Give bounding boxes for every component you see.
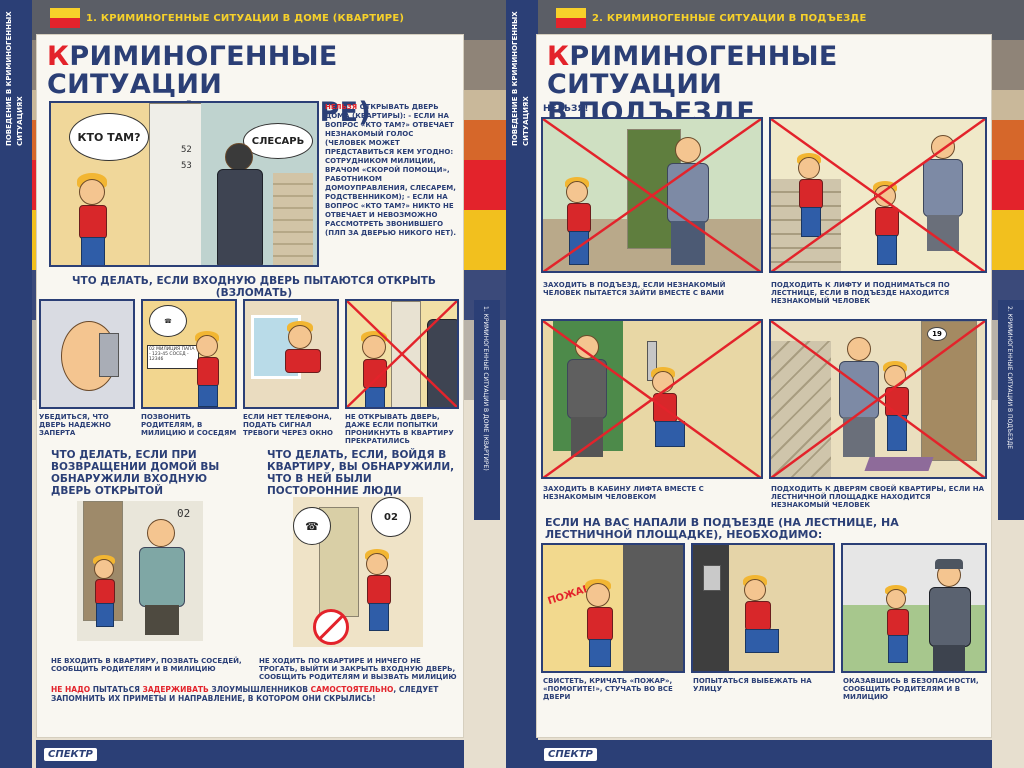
nelzya-label: НЕЛЬЗЯ! xyxy=(543,104,589,114)
intro-text: НЕЛЬЗЯ ОТКРЫВАТЬ ДВЕРЬ ДОМА (КВАРТИРЫ): … xyxy=(325,103,457,265)
poster-title: КРИМИНОГЕННЫЕ СИТУАЦИИ В ПОДЪЕЗДЕ xyxy=(547,43,991,127)
title-initial: К xyxy=(47,41,70,72)
heading-open-door: ЧТО ДЕЛАТЬ, ЕСЛИ ПРИ ВОЗВРАЩЕНИИ ДОМОЙ В… xyxy=(51,449,220,497)
warning-red-1: НЕ НАДО xyxy=(51,685,91,694)
title-line-1: РИМИНОГЕННЫЕ СИТУАЦИИ xyxy=(547,41,838,100)
edge-band-text: 2. КРИМИНОГЕННЫЕ СИТУАЦИИ В ПОДЪЕЗДЕ xyxy=(1006,306,1013,450)
publisher-logo: СПЕКТР xyxy=(44,747,97,761)
left-poster-edge-band: 1. КРИМИНОГЕННЫЕ СИТУАЦИИ В ДОМЕ (КВАРТИ… xyxy=(474,300,500,520)
poster-sheet: КРИМИНОГЕННЫЕ СИТУАЦИИ В ПОДЪЕЗДЕ НЕЛЬЗЯ… xyxy=(536,34,992,738)
caption-report-police: ОКАЗАВШИСЬ В БЕЗОПАСНОСТИ, СООБЩИТЬ РОДИ… xyxy=(843,677,979,701)
caption-run-out: ПОПЫТАТЬСЯ ВЫБЕЖАТЬ НА УЛИЦУ xyxy=(693,677,812,693)
doormat-image xyxy=(864,457,934,471)
speech-bubble-plumber: СЛЕСАРЬ xyxy=(243,123,313,159)
poster-home: ПОВЕДЕНИЕ В КРИМИНОГЕННЫХ СИТУАЦИЯХ 1. К… xyxy=(0,0,500,768)
left-footer: СПЕКТР xyxy=(36,740,464,768)
poster-sheet: КРИМИНОГЕННЫЕ СИТУАЦИИ В ДОМЕ (КВАРТИРЕ)… xyxy=(36,34,464,738)
poster-section-label: 2. КРИМИНОГЕННЫЕ СИТУАЦИИ В ПОДЪЕЗДЕ xyxy=(556,8,867,28)
panel-dont-open xyxy=(345,299,459,409)
color-square-icon xyxy=(50,8,80,28)
caption-check-lock: УБЕДИТЬСЯ, ЧТО ДВЕРЬ НАДЕЖНО ЗАПЕРТА xyxy=(39,413,111,437)
heading-break-in: ЧТО ДЕЛАТЬ, ЕСЛИ ВХОДНУЮ ДВЕРЬ ПЫТАЮТСЯ … xyxy=(72,275,436,299)
color-square-icon xyxy=(556,8,586,28)
edge-band-text: 1. КРИМИНОГЕННЫЕ СИТУАЦИИ В ДОМЕ (КВАРТИ… xyxy=(482,306,489,471)
phone-number-note: 02 МИЛИЦИЯ ПАПА - 123-45 СОСЕД - 12346 xyxy=(147,345,199,369)
title-initial: К xyxy=(547,41,570,72)
panel-entrance-stranger xyxy=(541,117,763,273)
title-line-1: РИМИНОГЕННЫЕ СИТУАЦИИ xyxy=(47,41,338,100)
side-label: ПОВЕДЕНИЕ В КРИМИНОГЕННЫХ СИТУАЦИЯХ xyxy=(511,11,530,146)
warning-text-2: ЗЛОУМЫШЛЕННИКОВ xyxy=(211,685,308,694)
panel-run-out xyxy=(691,543,835,673)
phone-man-bubble: ☎ xyxy=(293,507,331,545)
right-side-band: ПОВЕДЕНИЕ В КРИМИНОГЕННЫХ СИТУАЦИЯХ xyxy=(506,0,538,768)
caption-strangers: НЕ ХОДИТЬ ПО КВАРТИРЕ И НИЧЕГО НЕ ТРОГАТ… xyxy=(259,657,457,681)
door-image xyxy=(149,103,205,265)
warning-text-1: ПЫТАТЬСЯ xyxy=(92,685,140,694)
illustration-strangers: ☎ 02 xyxy=(293,497,423,647)
intro-red-word: НЕЛЬЗЯ xyxy=(325,103,358,111)
apartment-number-52: 52 xyxy=(181,145,192,155)
caption-window-signal: ЕСЛИ НЕТ ТЕЛЕФОНА, ПОДАТЬ СИГНАЛ ТРЕВОГИ… xyxy=(243,413,333,437)
poster-section-label: 1. КРИМИНОГЕННЫЕ СИТУАЦИИ В ДОМЕ (КВАРТИ… xyxy=(50,8,404,28)
panel-lift-stranger xyxy=(541,319,763,479)
caption-apartment-stranger: ПОДХОДИТЬ К ДВЕРЯМ СВОЕЙ КВАРТИРЫ, ЕСЛИ … xyxy=(771,485,984,509)
apartment-number-53: 53 xyxy=(181,161,192,171)
intercom-icon xyxy=(703,565,721,591)
left-side-band: ПОВЕДЕНИЕ В КРИМИНОГЕННЫХ СИТУАЦИЯХ xyxy=(0,0,32,768)
warning-text-3: , СЛЕДУЕТ ЗАПОМНИТЬ ИХ ПРИМЕТЫ И НАПРАВЛ… xyxy=(51,685,439,703)
panel-report-police xyxy=(841,543,987,673)
right-poster-edge-band: 2. КРИМИНОГЕННЫЕ СИТУАЦИИ В ПОДЪЕЗДЕ xyxy=(998,300,1024,520)
apartment-number-02: 02 xyxy=(177,507,191,520)
caption-call-parents: ПОЗВОНИТЬ РОДИТЕЛЯМ, В МИЛИЦИЮ И СОСЕДЯМ xyxy=(141,413,237,437)
panel-apartment-stranger: 19 xyxy=(769,319,987,479)
warning-red-2: ЗАДЕРЖИВАТЬ xyxy=(142,685,209,694)
bottom-warning: НЕ НАДО ПЫТАТЬСЯ ЗАДЕРЖИВАТЬ ЗЛОУМЫШЛЕНН… xyxy=(51,685,455,703)
illustration-door-question: 52 53 КТО ТАМ? СЛЕСАРЬ xyxy=(49,101,319,267)
speech-bubble-who: КТО ТАМ? xyxy=(69,113,149,161)
no-entry-icon xyxy=(313,609,349,645)
caption-entrance-stranger: ЗАХОДИТЬ В ПОДЪЕЗД, ЕСЛИ НЕЗНАКОМЫЙ ЧЕЛО… xyxy=(543,281,726,297)
caption-lift-stranger: ЗАХОДИТЬ В КАБИНУ ЛИФТА ВМЕСТЕ С НЕЗНАКО… xyxy=(543,485,704,501)
right-footer: СПЕКТР xyxy=(536,740,992,768)
panel-stairs-stranger xyxy=(769,117,987,273)
police-number-02: 02 xyxy=(384,511,398,523)
section-label-text: 1. КРИМИНОГЕННЫЕ СИТУАЦИИ В ДОМЕ (КВАРТИ… xyxy=(86,12,405,24)
panel-call-parents: ☎ 02 МИЛИЦИЯ ПАПА - 123-45 СОСЕД - 12346 xyxy=(141,299,237,409)
phone-thought-bubble: ☎ xyxy=(149,305,187,337)
caption-shout-fire: СВИСТЕТЬ, КРИЧАТЬ «ПОЖАР», «ПОМОГИТЕ!», … xyxy=(543,677,673,701)
poster-entrance: ПОВЕДЕНИЕ В КРИМИНОГЕННЫХ СИТУАЦИЯХ 2. К… xyxy=(506,0,1024,768)
side-label: ПОВЕДЕНИЕ В КРИМИНОГЕННЫХ СИТУАЦИЯХ xyxy=(5,11,24,146)
stairs-image xyxy=(273,173,313,265)
policeman-bubble: 02 xyxy=(371,497,411,537)
intro-body: ОТКРЫВАТЬ ДВЕРЬ ДОМА (КВАРТИРЫ): - ЕСЛИ … xyxy=(325,103,456,237)
warning-red-3: САМОСТОЯТЕЛЬНО xyxy=(310,685,394,694)
apartment-number-19: 19 xyxy=(927,327,947,341)
caption-stairs-stranger: ПОДХОДИТЬ К ЛИФТУ И ПОДНИМАТЬСЯ ПО ЛЕСТН… xyxy=(771,281,950,305)
heading-strangers: ЧТО ДЕЛАТЬ, ЕСЛИ, ВОЙДЯ В КВАРТИРУ, ВЫ О… xyxy=(267,449,455,497)
section-label-text: 2. КРИМИНОГЕННЫЕ СИТУАЦИИ В ПОДЪЕЗДЕ xyxy=(592,12,867,24)
illustration-neighbor: 02 xyxy=(77,501,203,641)
publisher-logo: СПЕКТР xyxy=(544,747,597,761)
caption-dont-open: НЕ ОТКРЫВАТЬ ДВЕРЬ, ДАЖЕ ЕСЛИ ПОПЫТКИ ПР… xyxy=(345,413,454,445)
heading-attack: ЕСЛИ НА ВАС НАПАЛИ В ПОДЪЕЗДЕ (НА ЛЕСТНИ… xyxy=(545,516,899,541)
panel-check-lock xyxy=(39,299,135,409)
panel-window-signal xyxy=(243,299,339,409)
caption-neighbor: НЕ ВХОДИТЬ В КВАРТИРУ, ПОЗВАТЬ СОСЕДЕЙ, … xyxy=(51,657,242,673)
panel-shout-fire: ПОЖАР! xyxy=(541,543,685,673)
